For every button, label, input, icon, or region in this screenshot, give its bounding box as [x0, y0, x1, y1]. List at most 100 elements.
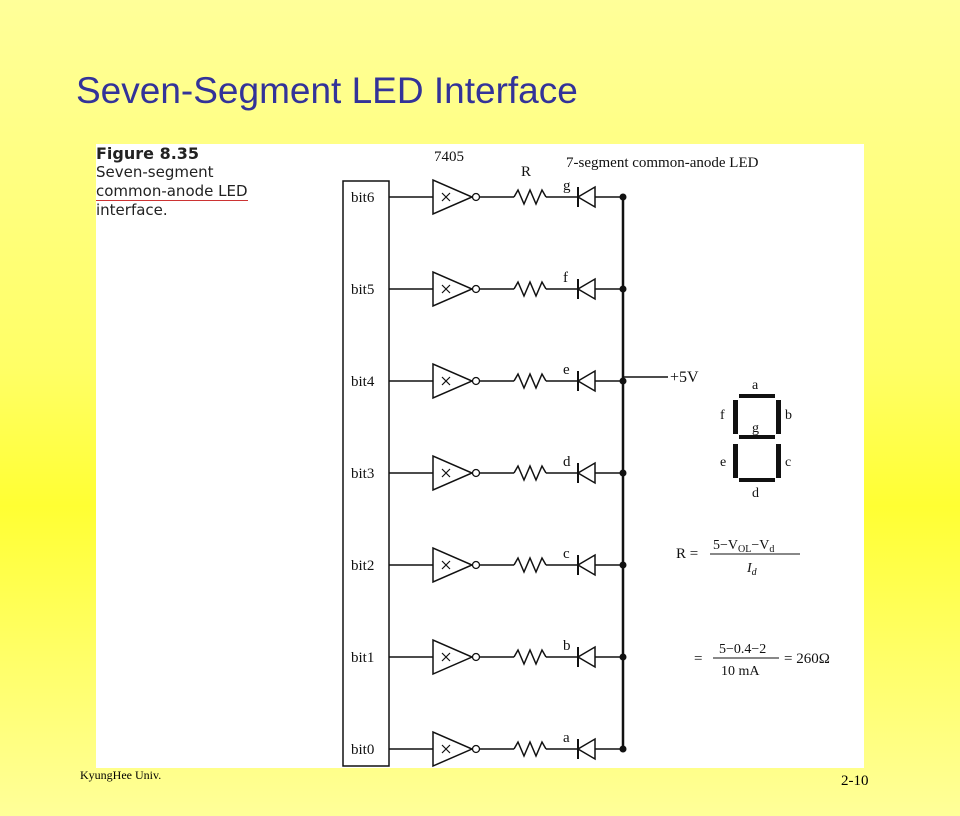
circuit-row-bit2: bit2 c: [351, 546, 627, 584]
caption-line-2: common-anode LED: [96, 182, 248, 201]
led-diode: [576, 185, 596, 209]
bit-label: bit4: [351, 374, 375, 390]
segment-f-bar: [733, 400, 738, 434]
segment-label-d: d: [752, 486, 759, 501]
led-label: 7-segment common-anode LED: [566, 155, 759, 171]
segment-letter: c: [563, 546, 570, 562]
open-collector-mark: [441, 376, 451, 386]
led-diode: [576, 737, 596, 761]
inverter-gate: [432, 454, 474, 492]
resistor: [513, 648, 547, 666]
segment-c-bar: [776, 444, 781, 478]
led-diode: [576, 277, 596, 301]
supply-label: +5V: [670, 369, 699, 386]
open-collector-mark: [441, 192, 451, 202]
circuit-diagram: +5V 7405 R 7-segment common-anode LED bi…: [342, 149, 830, 768]
slide-title: Seven-Segment LED Interface: [76, 70, 578, 111]
led-diode: [576, 553, 596, 577]
open-collector-mark: [441, 744, 451, 754]
junction-dot: [619, 561, 627, 569]
led-diode: [576, 645, 596, 669]
segment-e-bar: [733, 444, 738, 478]
circuit-row-bit1: bit1 b: [351, 638, 627, 676]
segment-letter: a: [563, 730, 570, 746]
led-diode: [576, 369, 596, 393]
formula-r-lhs: R =: [676, 546, 698, 562]
inverter-gate: [432, 638, 474, 676]
bit-label: bit1: [351, 650, 374, 666]
circuit-row-bit3: bit3 d: [351, 454, 627, 492]
junction-dot: [619, 193, 627, 201]
segment-label-e: e: [720, 455, 726, 470]
segment-label-f: f: [720, 408, 725, 423]
junction-dot: [619, 745, 627, 753]
segment-letter: f: [563, 270, 568, 286]
inversion-bubble: [471, 192, 481, 202]
circuit-row-bit5: bit5 f: [351, 270, 627, 308]
segment-letter: d: [563, 454, 571, 470]
footer-university: KyungHee Univ.: [80, 768, 162, 782]
segment-letter: e: [563, 362, 570, 378]
seven-segment-display: a b c d e f g: [720, 378, 792, 501]
footer-page-number: 2-10: [841, 773, 869, 789]
inverter-chip-label: 7405: [434, 149, 464, 165]
bit-label: bit6: [351, 190, 375, 206]
junction-dot: [619, 377, 627, 385]
resistor-label: R: [521, 164, 531, 180]
open-collector-mark: [441, 284, 451, 294]
segment-label-g: g: [752, 421, 759, 436]
resistor: [513, 556, 547, 574]
segment-label-c: c: [785, 455, 791, 470]
inversion-bubble: [471, 744, 481, 754]
circuit-row-bit4: bit4 e: [351, 362, 627, 400]
segment-letter: b: [563, 638, 571, 654]
inverter-gate: [432, 362, 474, 400]
segment-d-bar: [739, 478, 775, 482]
inverter-gate: [432, 270, 474, 308]
resistor: [513, 464, 547, 482]
inverter-gate: [432, 178, 474, 216]
formula-calc-denominator: 10 mA: [721, 664, 760, 679]
segment-a-bar: [739, 394, 775, 398]
formula-calc-result: = 260Ω: [784, 651, 830, 667]
junction-dot: [619, 653, 627, 661]
inversion-bubble: [471, 376, 481, 386]
formula-calc-eq: =: [694, 651, 702, 667]
resistor-formula: R = 5−VOL−Vd Id = 5−0.4−2 10 mA = 260Ω: [676, 538, 830, 679]
bit-label: bit5: [351, 282, 374, 298]
circuit-row-bit0: bit0 a: [351, 730, 627, 768]
segment-label-a: a: [752, 378, 759, 393]
resistor: [513, 740, 547, 758]
resistor: [513, 372, 547, 390]
inversion-bubble: [471, 468, 481, 478]
formula-calc-numerator: 5−0.4−2: [719, 642, 766, 657]
caption-line-1: Seven-segment: [96, 163, 214, 181]
formula-r-numerator: 5−VOL−Vd: [713, 538, 774, 555]
resistor: [513, 280, 547, 298]
junction-dot: [619, 285, 627, 293]
inverter-gate: [432, 730, 474, 768]
open-collector-mark: [441, 652, 451, 662]
figure-panel: +5V 7405 R 7-segment common-anode LED bi…: [96, 144, 864, 768]
bit-label: bit2: [351, 558, 374, 574]
bit-label: bit3: [351, 466, 374, 482]
inversion-bubble: [471, 652, 481, 662]
figure-number: Figure 8.35: [96, 144, 200, 163]
circuit-row-bit6: bit6 g: [351, 178, 627, 216]
junction-dot: [619, 469, 627, 477]
segment-letter: g: [563, 178, 571, 194]
inverter-gate: [432, 546, 474, 584]
bit-label: bit0: [351, 742, 374, 758]
segment-g-bar: [739, 435, 775, 439]
resistor: [513, 188, 547, 206]
formula-r-denominator: Id: [746, 561, 758, 578]
open-collector-mark: [441, 560, 451, 570]
inversion-bubble: [471, 560, 481, 570]
figure-caption: Figure 8.35 Seven-segment common-anode L…: [96, 144, 296, 220]
open-collector-mark: [441, 468, 451, 478]
inversion-bubble: [471, 284, 481, 294]
caption-line-3: interface.: [96, 201, 168, 219]
led-diode: [576, 461, 596, 485]
segment-label-b: b: [785, 408, 792, 423]
segment-b-bar: [776, 400, 781, 434]
